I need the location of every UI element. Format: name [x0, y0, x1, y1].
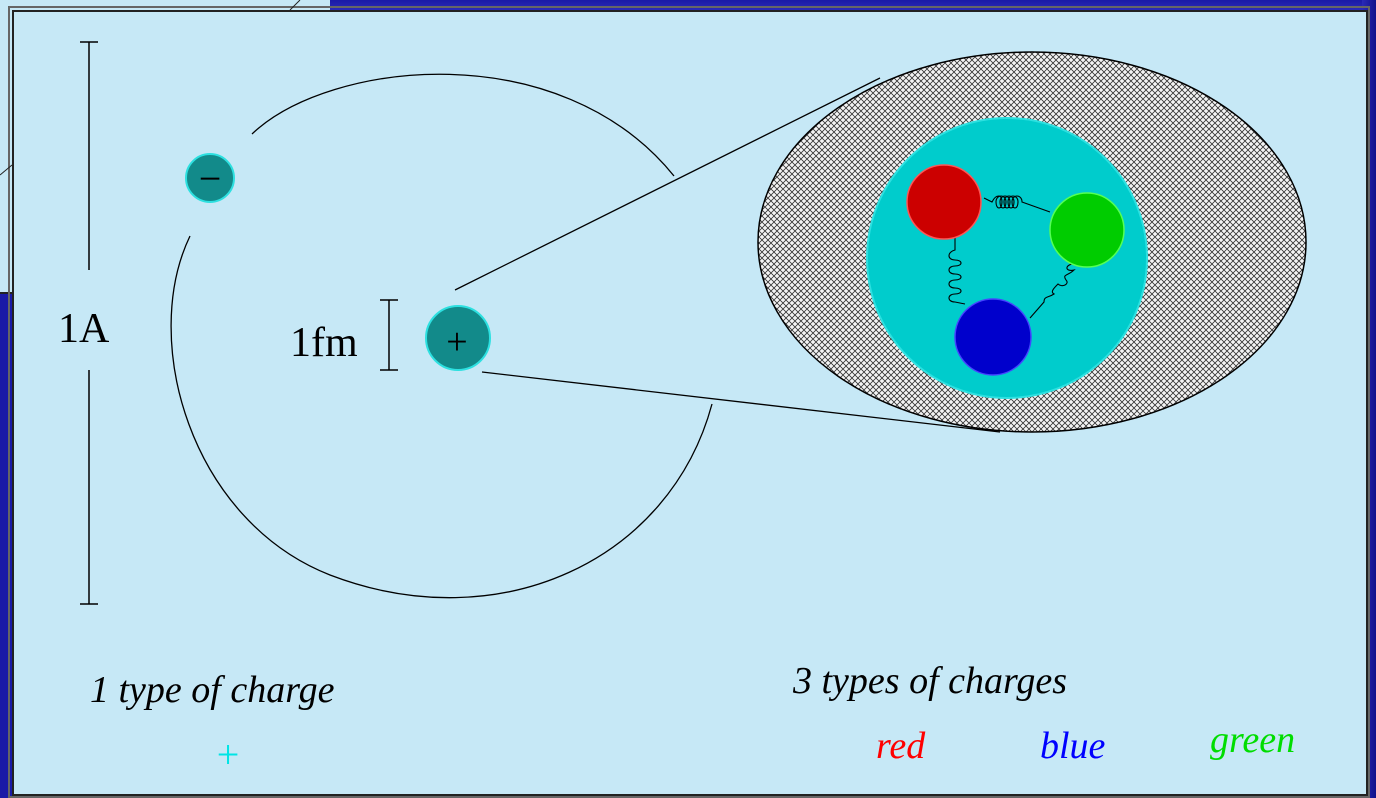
- zoom-lines: [454, 77, 1001, 433]
- nucleus-size-label: 1fm: [290, 320, 358, 366]
- background-line: [289, 0, 301, 11]
- blue-quark: [954, 298, 1032, 376]
- color-green-label: green: [1210, 719, 1295, 761]
- atom-scale-bar: [80, 41, 98, 605]
- color-red-label: red: [876, 725, 926, 767]
- background-slide-strip: [0, 294, 14, 798]
- red-quark: [906, 164, 982, 240]
- electron: −: [185, 153, 235, 203]
- color-blue-label: blue: [1040, 725, 1106, 767]
- right-caption: 3 types of charges: [792, 660, 1067, 702]
- atom-size-label: 1A: [58, 306, 110, 352]
- left-caption: 1 type of charge: [90, 669, 335, 711]
- green-quark: [1049, 192, 1125, 268]
- left-charge-symbol: +: [217, 732, 240, 777]
- magnified-proton: [757, 51, 1307, 433]
- electron-orbit: [170, 73, 713, 599]
- panel-shadow: [8, 6, 1370, 798]
- plus-icon: +: [446, 321, 467, 363]
- background-line: [0, 164, 13, 176]
- nucleus: +: [425, 305, 491, 371]
- minus-icon: −: [199, 156, 222, 201]
- nucleus-scale-bar: [380, 299, 398, 371]
